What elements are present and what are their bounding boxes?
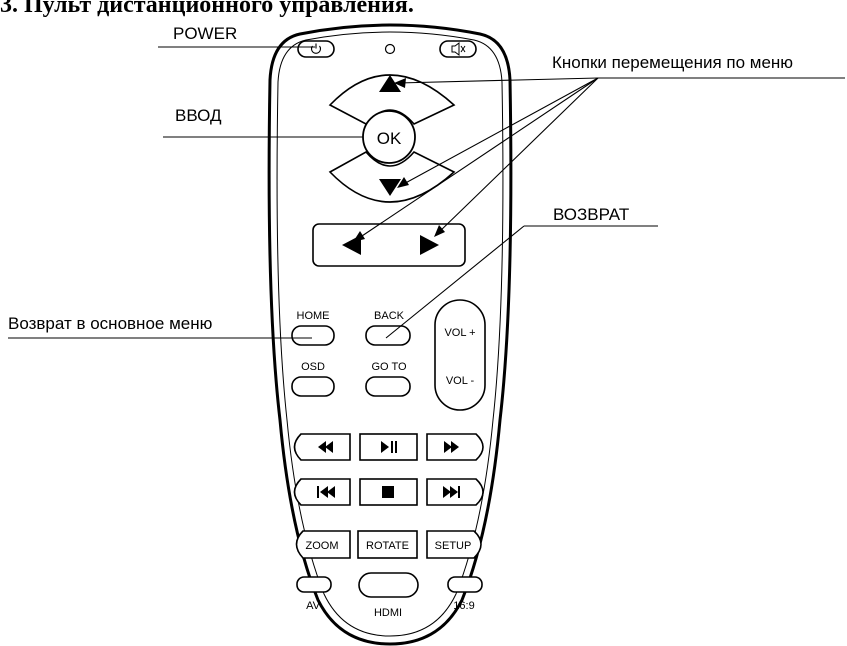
navigation-arrowhead-up [394,78,406,88]
osd-button[interactable] [291,376,335,397]
navigation-arrowhead-right [434,225,445,237]
nav-down-button[interactable] [328,150,456,203]
navigation-callout: Кнопки перемещения по меню [552,53,794,72]
stop-icon [382,486,394,498]
return-callout: ВОЗВРАТ [553,205,630,224]
enter-callout: ВВОД [175,106,222,125]
setup-button[interactable] [426,530,482,559]
page-heading: 3. Пульт дистанционного управления. [0,0,414,18]
ratio-button[interactable] [447,576,483,593]
goto-button[interactable] [365,376,411,397]
back-label: BACK [374,310,405,322]
main-menu-callout: Возврат в основное меню [8,314,213,333]
navigation-arrowhead-left [353,231,365,242]
navigation-leader-right [436,77,599,235]
navigation-arrowhead-down [397,177,409,188]
back-button[interactable] [365,325,411,346]
callout-arrowheads [353,78,445,242]
return-leader-diagonal [385,225,525,339]
fast-forward-icon [444,441,459,453]
power-button[interactable] [297,40,335,58]
setup-label: SETUP [435,540,472,552]
home-label: HOME [297,310,330,322]
rotate-button[interactable] [357,530,418,559]
play-pause-button[interactable] [359,433,418,461]
hdmi-button[interactable] [358,572,419,598]
remote-body-inner-edge [276,31,504,637]
power-icon [310,43,322,54]
goto-label: GO TO [371,361,406,373]
indicator-light [384,43,396,55]
arrow-down-icon [379,179,401,196]
mute-icon [451,42,466,56]
play-pause-icon [381,441,397,453]
skip-previous-icon [317,486,335,498]
power-callout: POWER [173,24,238,43]
vol-minus-label: VOL - [446,375,475,387]
rewind-icon [318,441,333,453]
volume-rocker[interactable] [434,299,486,411]
navigation-leader-left [355,77,599,241]
home-button[interactable] [291,325,335,346]
mute-button[interactable] [439,40,477,58]
arrow-right-icon [420,235,439,255]
rotate-label: ROTATE [366,540,409,552]
skip-next-icon [443,486,460,498]
av-label: AV [306,600,321,612]
zoom-label: ZOOM [306,540,339,552]
navigation-leader-down [399,77,599,187]
av-button[interactable] [296,576,332,593]
osd-label: OSD [301,361,325,373]
ratio-label: 16:9 [453,600,474,612]
callout-leaders [8,46,845,339]
zoom-button[interactable] [295,530,351,559]
navigation-leader-up [397,77,599,84]
ok-label: OK [377,129,402,148]
vol-plus-label: VOL + [444,327,475,339]
nav-left-right-button[interactable] [312,223,466,267]
hdmi-label: HDMI [374,607,402,619]
arrow-up-icon [379,75,401,92]
